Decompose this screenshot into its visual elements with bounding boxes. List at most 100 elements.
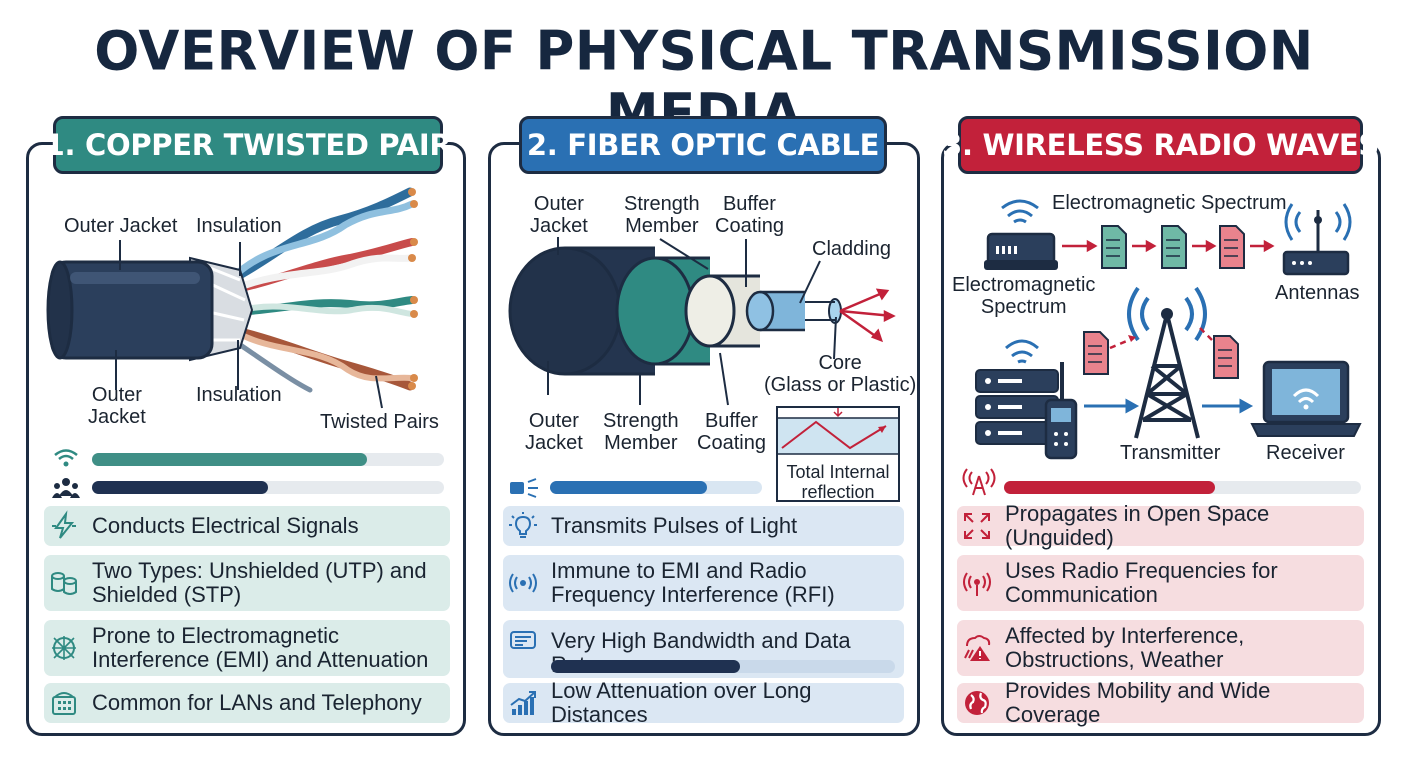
wireless-bar-fill [1004, 481, 1215, 494]
fiber-strength-member-bottom-line2: Member [604, 432, 678, 454]
fiber-strength-member-bottom-line1: Strength [603, 410, 679, 432]
copper-bar-2-fill [92, 481, 268, 494]
wireless-feature-mobility-text: Provides Mobility and Wide Coverage [1005, 678, 1271, 727]
twisted-pair-cable-illustration [46, 187, 418, 409]
label-buffer-coating-bottom: Buffer Coating [697, 410, 766, 454]
fiber-outer-jacket-bottom-line1: Outer [528, 410, 579, 432]
label-outer-jacket-bottom: Outer Jacket [525, 410, 583, 454]
fiber-bandwidth-bar-fill [551, 660, 741, 673]
fiber-heading: 2. FIBER OPTIC CABLE [519, 116, 887, 174]
label-strength-member-top: Strength Member [624, 193, 700, 237]
fiber-feature-immune: Immune to EMI and Radio Frequency Interf… [503, 555, 904, 611]
fiber-tir-line1: Total Internal [786, 462, 890, 482]
fiber-core-line2: (Glass or Plastic) [764, 374, 917, 396]
wireless-heading: 3. WIRELESS RADIO WAVES [942, 116, 1379, 174]
growth-chart-icon [510, 691, 536, 715]
fiber-bar-fill [550, 481, 707, 494]
fiber-feature-light-pulses: Transmits Pulses of Light [503, 506, 904, 546]
label-electromagnetic-spectrum-left: Electromagnetic Spectrum [952, 274, 1095, 318]
copper-feature-lans: Common for LANs and Telephony [44, 683, 450, 723]
wifi-icon [54, 449, 78, 467]
copper-feature-emi-line1: Prone to Electromagnetic [92, 623, 340, 648]
wireless-spectrum-left-line1: Electromagnetic [952, 274, 1096, 296]
wireless-feature-interference-line1: Affected by Interference, [1005, 623, 1245, 648]
fiber-bandwidth-bar-track [551, 660, 895, 673]
label-outer-jacket-top: Outer Jacket [530, 193, 588, 237]
wireless-feature-open-space: Propagates in Open Space (Unguided) [957, 502, 1364, 550]
copper-feature-types-line2: Shielded (STP) [92, 582, 242, 607]
lightbulb-icon [509, 512, 537, 538]
fiber-buffer-coating-top-line2: Coating [715, 215, 784, 237]
handheld-radio-icon [1044, 362, 1078, 460]
label-insulation-top: Insulation [196, 215, 282, 237]
bandwidth-icon [510, 631, 536, 649]
label-outer-jacket-bottom-line1: Outer [91, 384, 142, 406]
warning-icon [964, 635, 991, 661]
fiber-outer-jacket-bottom-line2: Jacket [525, 432, 583, 454]
users-icon [52, 478, 80, 498]
wireless-feature-interference: Affected by Interference, Obstructions, … [957, 620, 1364, 676]
interference-icon [52, 636, 76, 660]
label-receiver: Receiver [1266, 442, 1345, 464]
expand-icon [964, 513, 990, 539]
radio-shield-icon [509, 573, 537, 593]
fiber-feature-attenuation-text: Low Attenuation over Long Distances [551, 678, 812, 727]
fiber-outer-jacket-top-line1: Outer [533, 193, 584, 215]
fiber-feature-immune-line2: Frequency Interference (RFI) [551, 582, 835, 607]
wireless-feature-interference-text: Affected by Interference, Obstructions, … [1005, 624, 1356, 672]
label-electromagnetic-spectrum-top: Electromagnetic Spectrum [1052, 192, 1287, 214]
copper-bar-2-track [92, 481, 444, 494]
wireless-network-illustration [975, 199, 1362, 460]
cable-types-icon [51, 572, 77, 595]
fiber-tir-line2: reflection [801, 482, 875, 502]
fiber-leader-lines [547, 237, 837, 406]
fiber-core-line1: Core [818, 352, 862, 374]
fiber-outer-jacket-top-line2: Jacket [530, 215, 588, 237]
wireless-feature-radio-frequencies: Uses Radio Frequencies for Communication [957, 555, 1364, 611]
copper-feature-emi: Prone to Electromagnetic Interference (E… [44, 620, 450, 676]
wireless-feature-interference-line2: Obstructions, Weather [1005, 647, 1224, 672]
copper-feature-types-line1: Two Types: Unshielded (UTP) and [92, 558, 427, 583]
label-outer-jacket-top: Outer Jacket [64, 215, 178, 237]
wireless-bar-track [1004, 481, 1361, 494]
fiber-bar-track [550, 481, 762, 494]
tir-diagram [778, 408, 898, 455]
light-source-icon [510, 478, 538, 498]
fiber-feature-immune-text: Immune to EMI and Radio Frequency Interf… [551, 559, 896, 607]
label-total-internal-reflection: Total Internal reflection [778, 462, 898, 502]
laptop-icon [1250, 360, 1362, 437]
fiber-feature-bandwidth: Very High Bandwidth and Data Rates [503, 620, 904, 678]
lightning-icon [52, 510, 76, 539]
label-strength-member-bottom: Strength Member [603, 410, 679, 454]
tower-icon [1127, 286, 1207, 439]
server-icon [975, 339, 1059, 445]
copper-feature-emi-line2: Interference (EMI) and Attenuation [92, 647, 429, 672]
fiber-feature-immune-line1: Immune to EMI and Radio [551, 558, 807, 583]
fiber-buffer-coating-bottom-line1: Buffer [704, 410, 758, 432]
telephone-icon [52, 692, 76, 715]
fiber-feature-light-pulses-text: Transmits Pulses of Light [551, 513, 798, 538]
fiber-buffer-coating-top-line1: Buffer [722, 193, 776, 215]
globe-icon [965, 691, 989, 715]
copper-feature-electrical: Conducts Electrical Signals [44, 506, 450, 546]
copper-bar-1-fill [92, 453, 367, 466]
copper-feature-types-text: Two Types: Unshielded (UTP) and Shielded… [92, 559, 442, 607]
fiber-feature-attenuation: Low Attenuation over Long Distances [503, 679, 904, 727]
page-title: OVERVIEW OF PHYSICAL TRANSMISSION MEDIA [94, 20, 1314, 146]
copper-feature-lans-text: Common for LANs and Telephony [92, 690, 422, 715]
wireless-feature-radio-frequencies-text: Uses Radio Frequencies for Communication [1005, 559, 1356, 607]
router-icon [984, 199, 1058, 270]
fiber-buffer-coating-bottom-line2: Coating [697, 432, 766, 454]
label-twisted-pairs: Twisted Pairs [320, 411, 439, 433]
copper-feature-electrical-text: Conducts Electrical Signals [92, 513, 359, 538]
antenna-router-icon [1282, 203, 1352, 276]
label-outer-jacket-bottom: Outer Jacket [88, 384, 146, 428]
label-outer-jacket-bottom-line2: Jacket [88, 406, 146, 428]
fiber-strength-member-top-line2: Member [625, 215, 699, 237]
label-buffer-coating-top: Buffer Coating [715, 193, 784, 237]
copper-heading: 1. COPPER TWISTED PAIR [45, 116, 452, 174]
label-insulation-bottom: Insulation [196, 384, 282, 406]
fiber-optic-cable-illustration [508, 246, 896, 376]
label-transmitter: Transmitter [1120, 442, 1221, 464]
label-antennas: Antennas [1275, 282, 1360, 304]
